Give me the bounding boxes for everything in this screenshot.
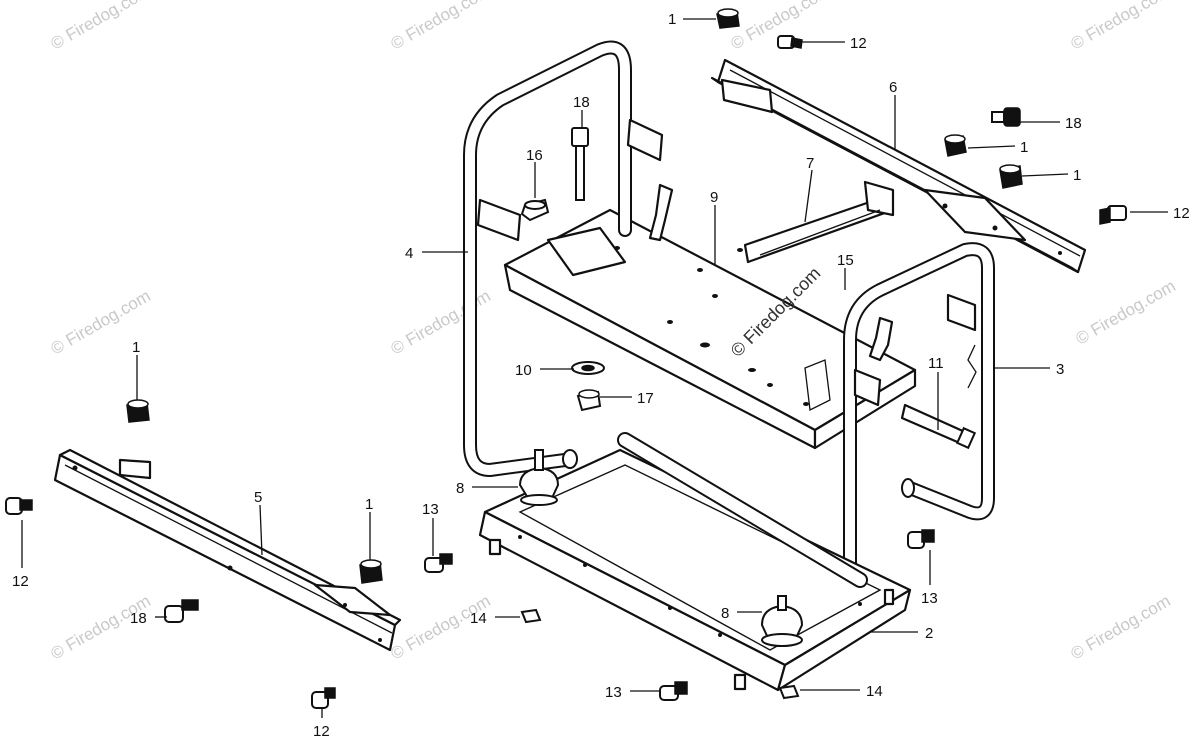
callout-label: 12 (12, 573, 29, 590)
callout-label: 4 (405, 245, 413, 262)
nut-part-16 (520, 198, 550, 222)
callout-label: 8 (456, 480, 464, 497)
cap-nut-part-1-bottom (359, 559, 383, 584)
callout-label: 7 (806, 155, 814, 172)
bolt-part-18-center (571, 127, 589, 201)
watermark-text: © Firedog.com (1073, 276, 1179, 348)
callout-label: 15 (837, 252, 854, 269)
callout-label: 8 (721, 605, 729, 622)
callout-label: 12 (313, 723, 330, 740)
watermark-text: © Firedog.com (48, 0, 154, 53)
nut-part-14-bottom (778, 684, 800, 700)
callout-label: 9 (710, 189, 718, 206)
base-frame-part-2 (478, 432, 912, 692)
bolt-part-13-bottom (659, 681, 688, 701)
bracket-part-7 (743, 180, 895, 264)
bolt-part-12-right (1099, 205, 1127, 225)
cap-nut-part-1-left (126, 399, 150, 423)
callout-label: 18 (573, 94, 590, 111)
callout-label: 1 (1073, 167, 1081, 184)
bolt-part-13-right (907, 529, 935, 549)
callout-label: 13 (921, 590, 938, 607)
cap-nut-part-1-right-b (999, 164, 1023, 189)
watermark-text: © Firedog.com (1068, 591, 1174, 663)
washer-part-10 (571, 361, 605, 375)
cap-nut-part-1-right-a (944, 134, 967, 157)
watermark-text: © Firedog.com (388, 0, 494, 53)
callout-label: 18 (130, 610, 147, 627)
callout-label: 13 (422, 501, 439, 518)
callout-label: 11 (928, 355, 944, 372)
callout-label: 18 (1065, 115, 1082, 132)
rail-part-6 (710, 58, 1087, 274)
callout-label: 12 (1173, 205, 1190, 222)
watermark-text: © Firedog.com (388, 286, 494, 358)
bolt-part-18-left (164, 599, 199, 623)
bolt-part-12-bottom (311, 687, 336, 709)
bolt-part-12-left (5, 497, 33, 515)
callout-label: 1 (1020, 139, 1028, 156)
callout-label: 17 (637, 390, 654, 407)
leader-lines (21, 18, 1168, 718)
tube-frame-part-4 (463, 40, 664, 477)
callout-label: 13 (605, 684, 622, 701)
callout-label: 1 (132, 339, 140, 356)
bolt-part-12-top (777, 35, 803, 49)
callout-label: 6 (889, 79, 897, 96)
callout-label: 14 (866, 683, 883, 700)
callout-label: 5 (254, 489, 262, 506)
watermark-text: © Firedog.com (48, 591, 154, 663)
watermark-text: © Firedog.com (388, 591, 494, 663)
callout-label: 16 (526, 147, 543, 164)
callout-label: 12 (850, 35, 867, 52)
cap-nut-part-1-top (716, 8, 740, 29)
plate-part-9 (503, 183, 917, 450)
bolt-part-11 (900, 403, 977, 450)
collar-part-17 (576, 389, 602, 412)
callout-label: 14 (470, 610, 487, 627)
callout-label: 1 (668, 11, 676, 28)
callout-label: 3 (1056, 361, 1064, 378)
callout-label: 10 (515, 362, 532, 379)
callout-labels: 1 12 6 18 1 1 12 18 16 7 9 4 15 3 10 17 … (12, 11, 1190, 740)
callout-label: 1 (365, 496, 373, 513)
bolt-part-18-right (991, 107, 1021, 127)
nut-part-14-left (520, 608, 542, 624)
rubber-mount-part-8-left (518, 449, 560, 506)
watermark-text: © Firedog.com (1068, 0, 1174, 53)
bolt-part-13-left (424, 553, 453, 573)
rubber-mount-part-8-right (760, 595, 804, 647)
rail-part-5 (53, 448, 402, 652)
callout-label: 2 (925, 625, 933, 642)
